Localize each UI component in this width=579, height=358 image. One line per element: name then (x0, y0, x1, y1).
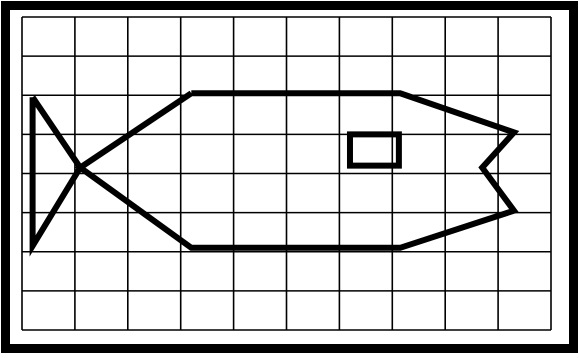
fish-tail-outline (33, 97, 81, 246)
fish-body-outline (80, 93, 514, 248)
fish-shape (33, 93, 514, 248)
grid (22, 17, 551, 330)
